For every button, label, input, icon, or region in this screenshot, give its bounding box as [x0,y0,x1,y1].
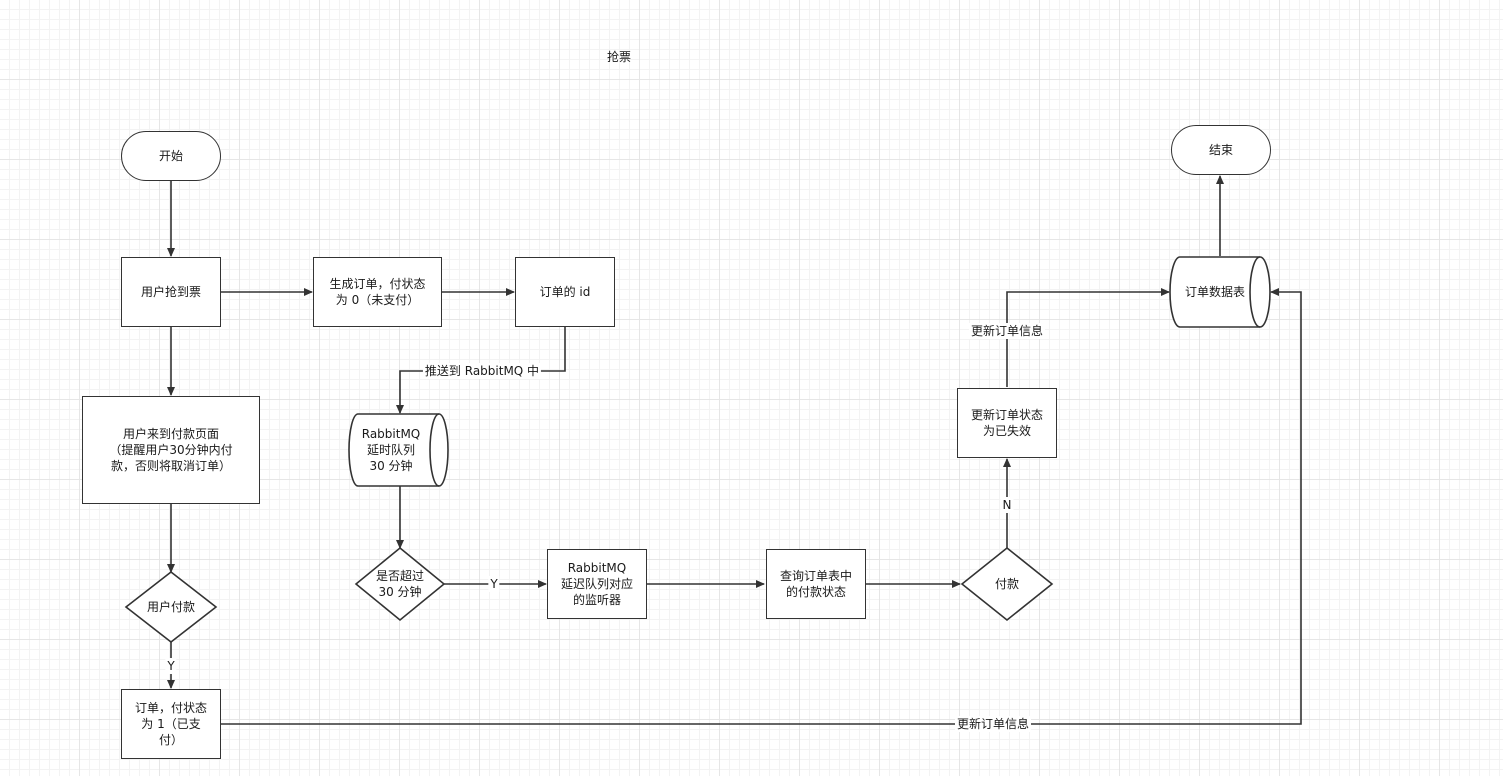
queue-cylinder-edge [429,413,440,487]
paid-decision: 付款 [994,577,1019,591]
paid-order-node: 订单，付状态 为 1（已支 付） [121,689,221,759]
update-invalid-node: 更新订单状态 为已失效 [957,388,1057,458]
query-status-node: 查询订单表中 的付款状态 [766,549,866,619]
label-push-mq: 推送到 RabbitMQ 中 [422,363,542,379]
start-node: 开始 [121,131,221,181]
grab-ticket-node: 用户抢到票 [121,257,221,327]
decision-user-pay-shape [124,570,218,644]
decision-timeout-shape [354,546,446,622]
label-update-info-bottom: 更新订单信息 [954,716,1032,732]
listener-node: RabbitMQ 延迟队列对应 的监听器 [547,549,647,619]
label-update-info-top: 更新订单信息 [968,323,1046,339]
user-pay-decision: 用户付款 [146,600,195,614]
edge-paidorder-to-table [221,288,1302,725]
diagram-title: 抢票 [606,50,632,64]
order-id-node: 订单的 id [515,257,615,327]
label-yes-pay: Y [165,658,177,674]
pay-page-node: 用户来到付款页面 （提醒用户30分钟内付 款，否则将取消订单） [82,396,260,504]
end-node: 结束 [1171,125,1271,175]
label-yes-timeout: Y [488,576,500,592]
order-table-node: 订单数据表 [1184,285,1245,299]
timeout-decision: 是否超过 30 分钟 [375,569,424,599]
create-order-node: 生成订单，付状态 为 0（未支付） [313,257,442,327]
table-cylinder-edge [1249,256,1261,328]
decision-paid-shape [960,546,1054,622]
edge-update-to-table [1006,288,1170,387]
label-no-paid: N [1000,497,1014,513]
rabbitmq-queue-node: RabbitMQ 延时队列 30 分钟 [361,427,421,473]
